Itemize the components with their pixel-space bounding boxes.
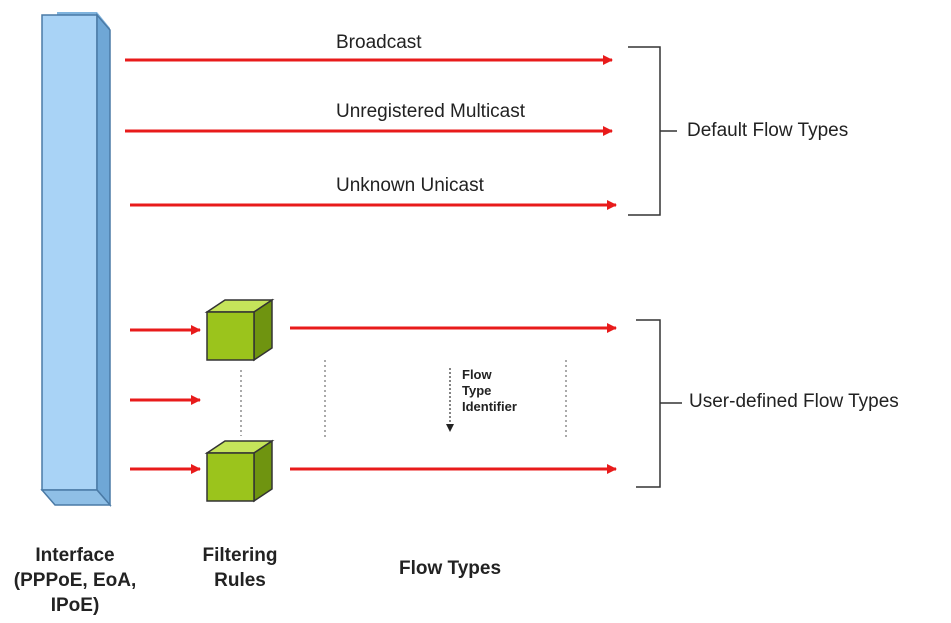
broadcast-label: Broadcast: [336, 32, 422, 53]
identifier-line-2: Type: [462, 383, 492, 398]
identifier-line-1: Flow: [462, 367, 492, 382]
identifier-arrowhead: [446, 424, 454, 432]
interface-bar: [40, 12, 112, 508]
filtering-rule-cube-2: [204, 439, 275, 503]
interface-caption-line-1: Interface: [35, 545, 115, 566]
filtering-caption-line-2: Rules: [214, 570, 266, 591]
filtering-caption-line-1: Filtering: [202, 545, 278, 566]
filtering-rule-cube-1: [204, 298, 275, 362]
interface-caption-line-3: IPoE): [50, 595, 100, 616]
default-flow-types-bracket: [628, 46, 677, 216]
unknown-unicast-label: Unknown Unicast: [336, 175, 484, 196]
flow-types-caption: Flow Types: [398, 558, 502, 579]
default-flow-types-label: Default Flow Types: [687, 120, 849, 141]
filtering-rules-caption: Filtering Rules: [190, 543, 290, 593]
user-defined-flow-types-label: User-defined Flow Types: [689, 391, 899, 412]
flow-type-identifier-label: Flow Type Identifier: [462, 367, 517, 415]
interface-caption-line-2: (PPPoE, EoA,: [13, 570, 137, 591]
identifier-line-3: Identifier: [462, 399, 517, 414]
user-defined-flow-types-bracket: [636, 319, 682, 488]
unregistered-multicast-label: Unregistered Multicast: [336, 101, 526, 122]
interface-caption: Interface (PPPoE, EoA, IPoE): [5, 543, 145, 618]
